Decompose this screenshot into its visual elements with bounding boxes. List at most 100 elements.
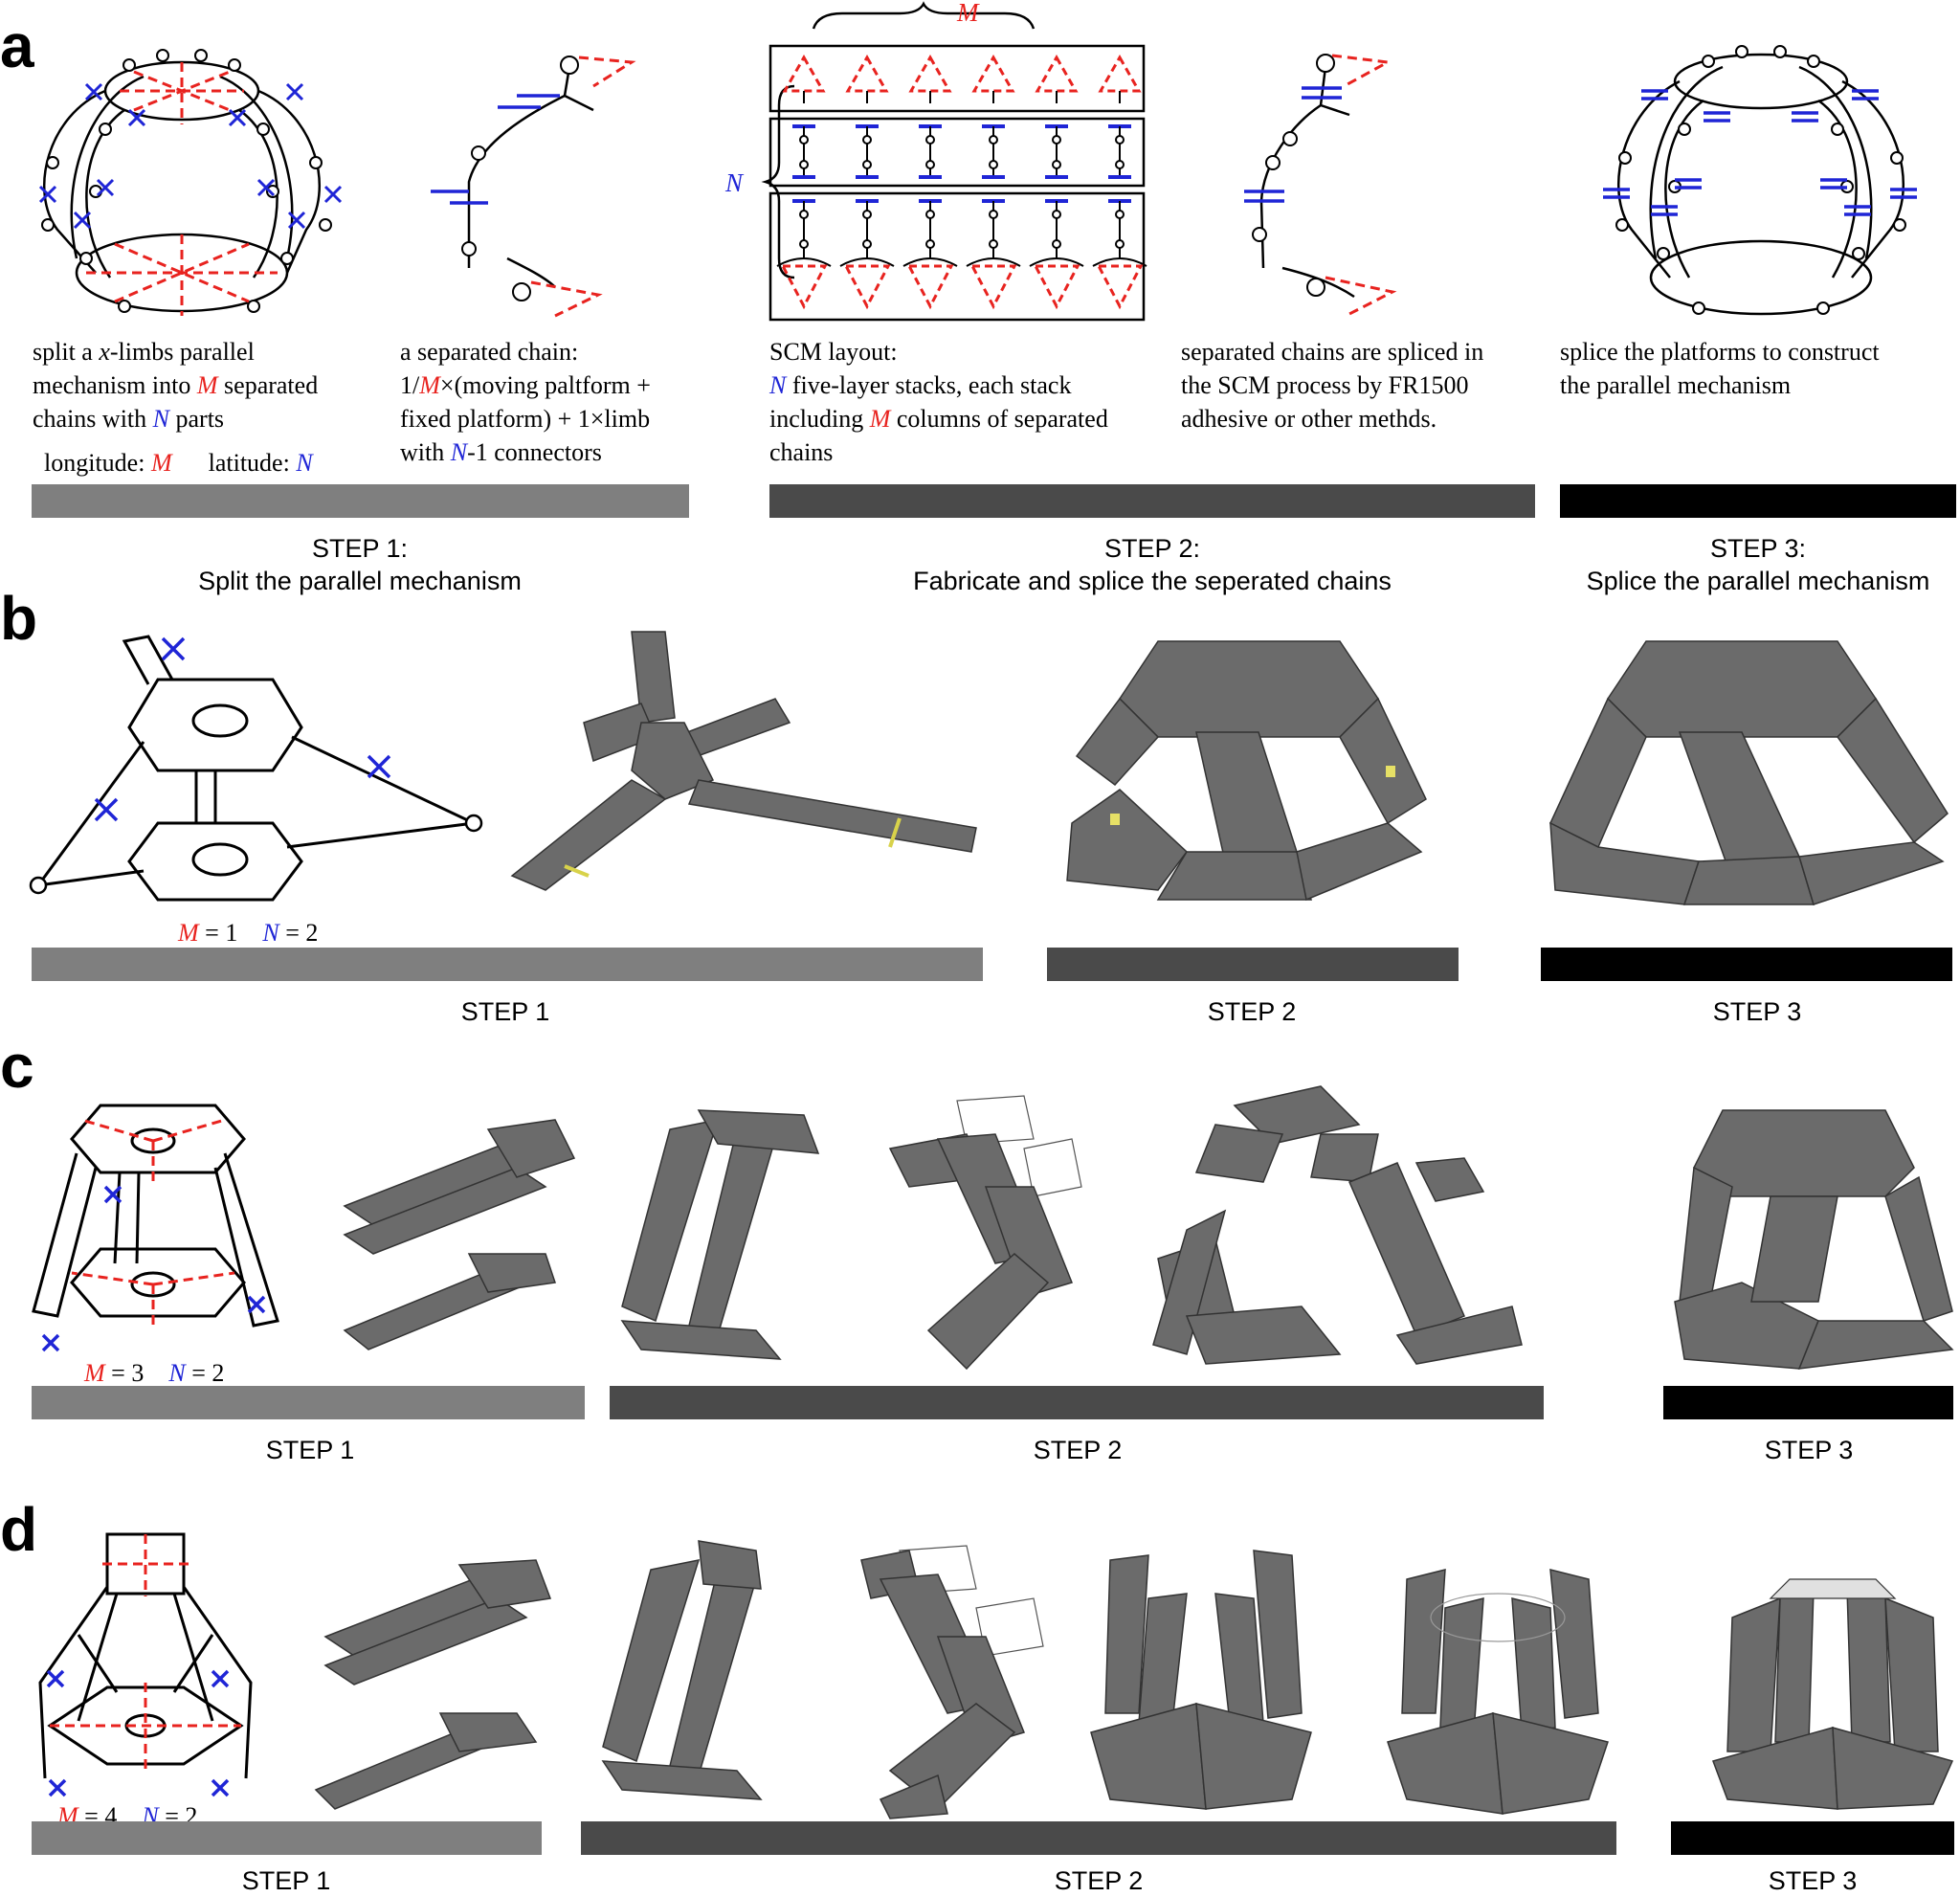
scm-arc (1029, 257, 1084, 267)
caption-spliced-chains: separated chains are spliced in the SCM … (1181, 338, 1484, 433)
caption-splice-platforms: splice the platforms to construct the pa… (1560, 338, 1880, 399)
scm-bottom-triangle (906, 264, 954, 310)
scm-bottom-triangle (843, 264, 891, 310)
scm-joint (862, 135, 872, 145)
scm-arc (839, 257, 895, 267)
scm-joint (989, 210, 998, 219)
step2-bar-d (581, 1821, 1616, 1855)
scm-joint (1115, 210, 1125, 219)
step-label-a-2: STEP 2:Fabricate and splice the seperate… (913, 534, 1392, 595)
scm-joint (989, 239, 998, 249)
step3-bar-b (1541, 948, 1952, 981)
mechanism-d-schematic (38, 1532, 253, 1797)
caption-scm-layout: SCM layout: N five-layer stacks, each st… (769, 338, 1108, 466)
mechanism-c-schematic (32, 1104, 279, 1352)
scm-joint (799, 239, 809, 249)
scm-bottom-triangle (969, 264, 1017, 310)
scm-top-triangle (845, 54, 889, 93)
scm-joint (925, 210, 935, 219)
step-label-b-3: STEP 3 (1712, 997, 1802, 1026)
step2-bar-b (1047, 948, 1459, 981)
scm-top-triangle (1098, 54, 1142, 93)
step3-bar-a (1560, 484, 1956, 518)
scm-joint (862, 160, 872, 169)
step-label-d-3: STEP 3 (1768, 1866, 1858, 1895)
schematic-separated-chain (431, 56, 636, 318)
part-c-flat-chain (343, 1119, 576, 1350)
scm-bottom-triangle (1033, 264, 1080, 310)
scm-joint (989, 160, 998, 169)
step-label-b-2: STEP 2 (1207, 997, 1297, 1026)
step-label-c-3: STEP 3 (1764, 1436, 1854, 1464)
part-d-step2-c (1090, 1550, 1312, 1810)
scm-joint (1052, 135, 1061, 145)
scm-joint (1052, 160, 1061, 169)
scm-joint (1052, 210, 1061, 219)
scm-joint (989, 135, 998, 145)
panel-letter-c: c (0, 1032, 34, 1101)
schematic-scm-layout (761, 1, 1147, 322)
scm-joint (1115, 135, 1125, 145)
schematic-spliced-chain (1244, 54, 1397, 316)
part-d-step2-a (601, 1540, 763, 1800)
scm-top-triangle (971, 54, 1015, 93)
panel-letter-a: a (0, 11, 34, 80)
mechanism-b-schematic (29, 635, 483, 902)
scm-arc (902, 257, 958, 267)
step-label-d-1: STEP 1 (241, 1866, 331, 1895)
step1-bar-b (32, 948, 983, 981)
step-label-d-2: STEP 2 (1054, 1866, 1144, 1895)
step-label-c-2: STEP 2 (1033, 1436, 1123, 1464)
scm-bottom-triangle (780, 264, 828, 310)
part-b-step3 (1549, 640, 1949, 905)
brace-label-M: M (957, 0, 979, 27)
step-label-a-3: STEP 3:Splice the parallel mechanism (1586, 534, 1930, 595)
scm-joint (1115, 160, 1125, 169)
step2-bar-c (610, 1386, 1544, 1419)
part-c-step3 (1674, 1109, 1954, 1370)
part-c-step2-b (888, 1095, 1082, 1371)
part-c-step2-c (1152, 1085, 1523, 1365)
step1-bar-c (32, 1386, 585, 1419)
part-d-flat-chain (314, 1559, 552, 1810)
scm-joint (799, 210, 809, 219)
scm-top-triangle (908, 54, 952, 93)
scm-joint (925, 160, 935, 169)
panel-letter-d: d (0, 1495, 38, 1564)
scm-bottom-triangle (1096, 264, 1144, 310)
scm-arc (1092, 257, 1147, 267)
scm-top-triangle (782, 54, 826, 93)
step-label-b-1: STEP 1 (460, 997, 550, 1026)
scm-joint (862, 239, 872, 249)
step1-bar-a (32, 484, 689, 518)
part-b-flat-chain (510, 631, 977, 891)
step3-bar-c (1663, 1386, 1953, 1419)
scm-joint (1052, 239, 1061, 249)
step-label-a-1: STEP 1:Split the parallel mechanism (198, 534, 522, 595)
part-c-step2-a (620, 1109, 820, 1360)
scm-top-triangle (1035, 54, 1079, 93)
scm-joint (925, 239, 935, 249)
part-b-step2 (1066, 640, 1427, 902)
step-label-c-1: STEP 1 (265, 1436, 355, 1464)
scm-joint (799, 160, 809, 169)
part-d-step2-d (1387, 1569, 1609, 1815)
caption-split-mechanism: split a x-limbs parallel mechanism into … (33, 338, 319, 433)
caption-separated-chain: a separated chain: 1/M×(moving paltform … (400, 338, 651, 466)
scm-joint (1115, 239, 1125, 249)
schematic-full-mechanism (38, 49, 343, 316)
schematic-spliced-mechanism (1603, 45, 1917, 316)
step3-bar-d (1671, 1821, 1954, 1855)
panel-letter-b: b (0, 584, 38, 653)
part-d-step3 (1712, 1578, 1954, 1810)
scm-joint (799, 135, 809, 145)
scm-joint (862, 210, 872, 219)
scm-arc (966, 257, 1021, 267)
part-d-step2-b (860, 1545, 1044, 1819)
scm-joint (925, 135, 935, 145)
step2-bar-a (769, 484, 1535, 518)
